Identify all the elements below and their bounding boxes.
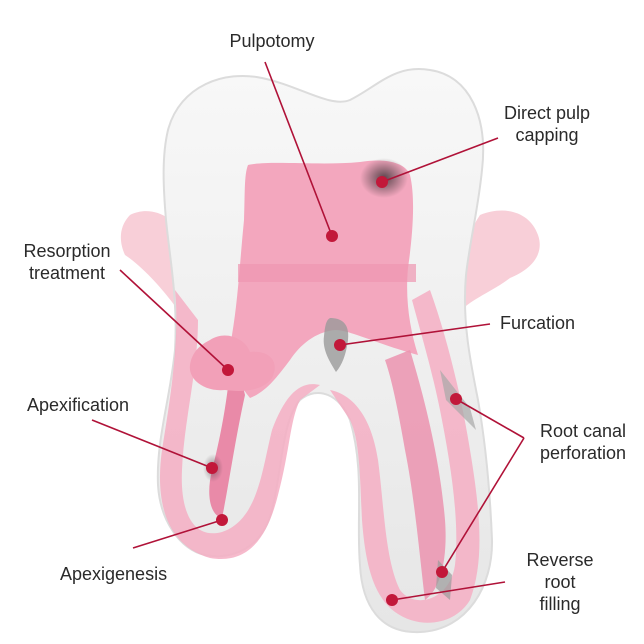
label-apexification: Apexification — [27, 394, 129, 416]
dot-reverse-root-filling — [386, 594, 398, 606]
dot-resorption — [222, 364, 234, 376]
label-root-canal-perforation: Root canal perforation — [540, 420, 626, 464]
dot-perforation-lower — [436, 566, 448, 578]
label-reverse-root-filling: Reverse root filling — [518, 549, 602, 615]
label-pulpotomy: Pulpotomy — [229, 30, 314, 52]
dot-apexigenesis — [216, 514, 228, 526]
label-direct-pulp-capping: Direct pulp capping — [504, 102, 590, 146]
dot-furcation — [334, 339, 346, 351]
dot-direct-pulp-capping — [376, 176, 388, 188]
label-furcation: Furcation — [500, 312, 575, 334]
label-apexigenesis: Apexigenesis — [60, 563, 167, 585]
label-resorption-treatment: Resorption treatment — [23, 240, 110, 284]
dot-pulpotomy — [326, 230, 338, 242]
dot-perforation-upper — [450, 393, 462, 405]
dot-apexification — [206, 462, 218, 474]
